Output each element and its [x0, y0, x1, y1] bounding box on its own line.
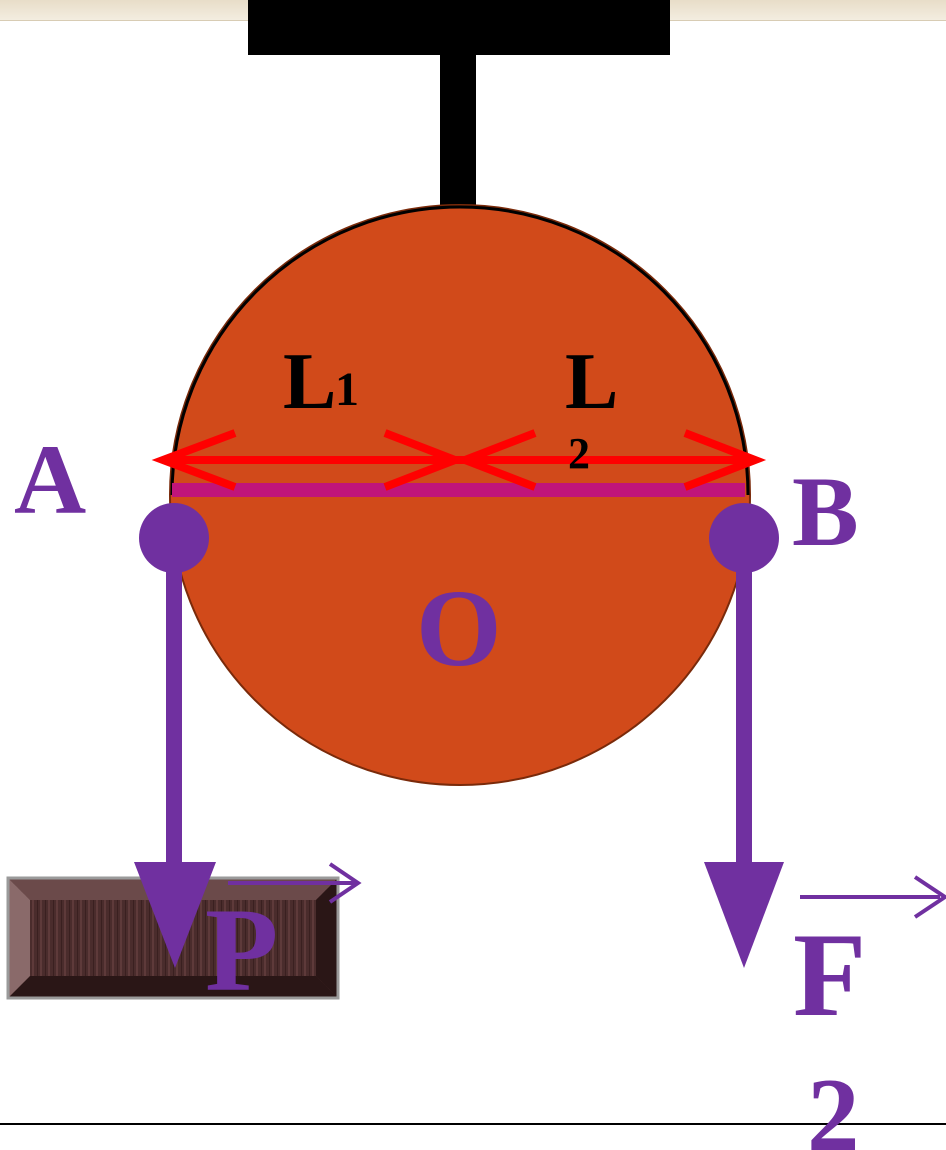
- point-a: [139, 503, 209, 573]
- vector-arrow-f: [800, 875, 946, 919]
- vector-arrow-p: [228, 862, 362, 904]
- l2-left-arrowhead: [453, 429, 537, 491]
- label-b: B: [792, 456, 859, 567]
- force-p-arrowhead: [134, 862, 216, 968]
- support-beam: [248, 0, 670, 55]
- rope-right: [736, 540, 752, 870]
- label-f-subscript: 2: [807, 1056, 860, 1150]
- rope-left: [166, 540, 182, 870]
- pulley-upper-rim: [170, 205, 750, 496]
- support-rod: [440, 55, 476, 210]
- point-b: [709, 503, 779, 573]
- arm-arrows: [151, 429, 767, 491]
- label-l1-subscript: 1: [335, 363, 359, 416]
- label-p: P: [205, 883, 278, 1016]
- weight-block: [6, 876, 340, 1000]
- l2-right-arrowhead: [683, 429, 767, 491]
- label-l2-subscript: 2: [568, 429, 590, 478]
- force-f-arrowhead: [704, 862, 784, 968]
- label-f: F: [793, 908, 866, 1041]
- label-a: A: [14, 424, 86, 535]
- label-l2: L: [565, 338, 618, 426]
- label-l1: L: [283, 338, 336, 426]
- l1-left-arrowhead: [151, 429, 237, 491]
- label-o: O: [416, 567, 502, 689]
